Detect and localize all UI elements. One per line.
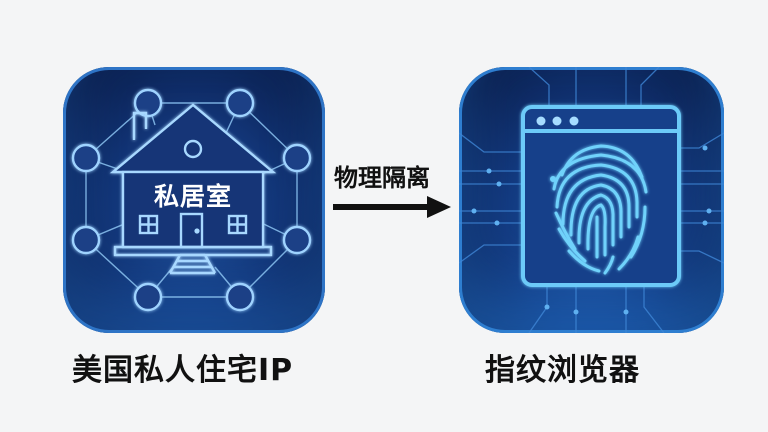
fingerprint-browser-icon bbox=[459, 67, 724, 333]
house-label: 私居室 bbox=[153, 182, 232, 211]
residential-ip-icon: 私居室 bbox=[63, 67, 325, 333]
circuit-fingerprint-graphic bbox=[459, 67, 724, 333]
isolation-label: 物理隔离 bbox=[334, 164, 430, 192]
fingerprint-browser-caption: 指纹浏览器 bbox=[485, 353, 640, 388]
arrow-right-icon bbox=[333, 196, 451, 218]
house-network-icon bbox=[71, 88, 312, 312]
residential-ip-caption: 美国私人住宅IP bbox=[72, 353, 294, 388]
